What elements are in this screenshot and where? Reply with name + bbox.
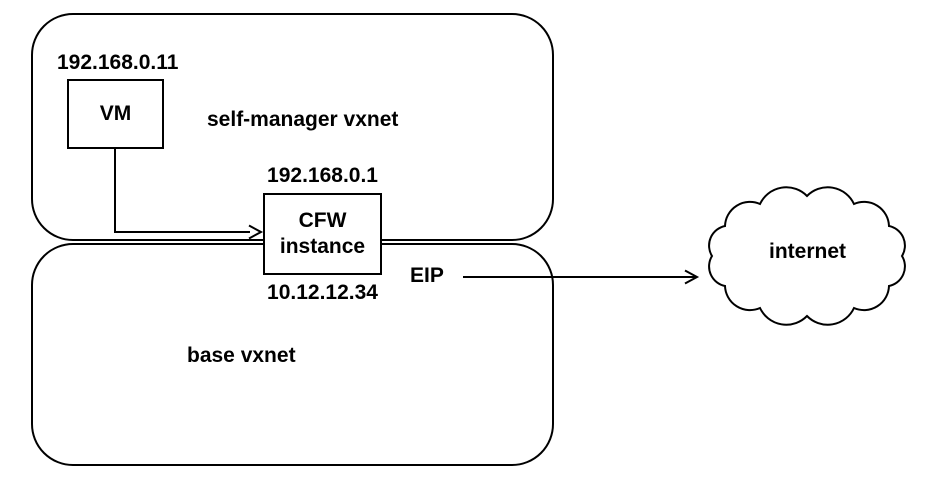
eip-label: EIP: [410, 264, 444, 287]
eip-to-internet-arrowhead-icon: [684, 269, 700, 285]
base-vxnet-label: base vxnet: [187, 344, 296, 367]
vm-to-cfw-arrowhead-icon: [248, 224, 264, 240]
vm-node: VM: [67, 79, 164, 149]
internet-label: internet: [768, 240, 846, 263]
vm-ip-label: 192.168.0.11: [57, 51, 179, 74]
cfw-ip-top-label: 192.168.0.1: [267, 164, 378, 187]
cfw-instance-node: CFW instance: [263, 193, 382, 275]
vm-to-cfw-arrow: [114, 149, 250, 233]
vm-label: VM: [99, 102, 132, 125]
self-manager-vxnet-label: self-manager vxnet: [207, 108, 399, 131]
cfw-instance-label: CFW instance: [279, 209, 366, 258]
cfw-ip-bottom-label: 10.12.12.34: [267, 281, 378, 304]
internet-cloud: [708, 186, 906, 326]
